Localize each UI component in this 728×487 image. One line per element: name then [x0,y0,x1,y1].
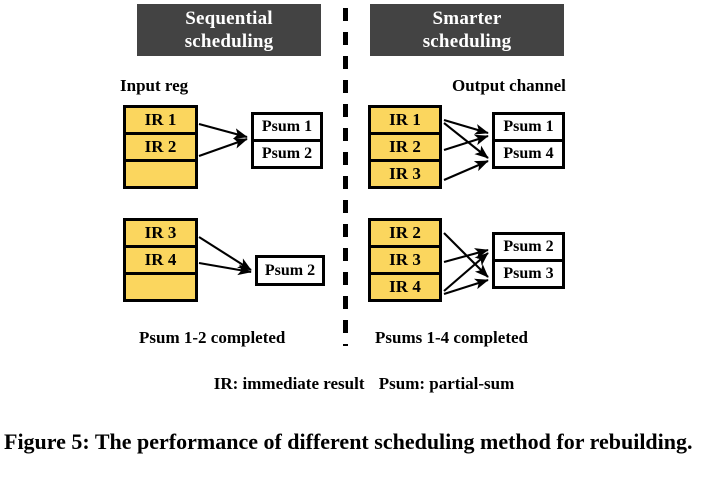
register-cell-empty [126,162,195,186]
register-cell-empty [126,275,195,299]
register-cell: IR 2 [371,135,439,162]
register-cell: IR 1 [126,108,195,135]
legend: IR: immediate result Psum: partial-sum [0,374,728,394]
panel-header-smarter-line1: Smarter [432,8,502,29]
register-stack-right-bottom: IR 2 IR 3 IR 4 [368,218,442,302]
output-cell: Psum 2 [254,142,320,166]
register-cell: IR 2 [371,221,439,248]
figure-caption: Figure 5: The performance of different s… [4,428,720,456]
figure-caption-line1: Figure 5: The performance of different s… [4,429,551,454]
panel-header-sequential-line2: scheduling [184,31,274,52]
register-cell: IR 4 [126,248,195,275]
panel-header-smarter-line2: scheduling [422,31,512,52]
arrow-right-bottom-ir4-psum2 [443,252,489,292]
arrow-left-bottom-ir3-psum2 [198,236,252,271]
register-cell: IR 1 [371,108,439,135]
arrow-right-bottom-ir2-psum3 [443,232,489,278]
label-input-reg: Input reg [120,76,189,95]
arrow-left-bottom-ir4-psum2 [198,261,252,276]
panel-header-sequential-line1: Sequential [185,8,273,29]
output-stack-right-bottom: Psum 2 Psum 3 [492,232,565,289]
register-cell: IR 4 [371,275,439,299]
label-output-channel: Output channel [452,76,566,95]
output-cell: Psum 3 [495,262,562,286]
arrow-right-bottom-ir4-psum3 [443,278,489,296]
figure-caption-line2: for rebuilding. [556,429,693,454]
output-cell: Psum 1 [495,115,562,142]
legend-item-psum: Psum: partial-sum [378,374,515,393]
output-cell: Psum 4 [495,142,562,166]
register-stack-right-top: IR 1 IR 2 IR 3 [368,105,442,189]
panel-header-smarter: Smarter scheduling [370,4,564,56]
register-stack-left-top: IR 1 IR 2 [123,105,198,189]
status-right-completed: Psums 1-4 completed [375,328,528,347]
register-cell: IR 3 [371,162,439,186]
arrow-left-top-ir2-psum1 [198,138,248,157]
register-cell: IR 3 [126,221,195,248]
arrow-left-top-ir1-psum1 [198,122,248,139]
register-stack-left-bottom: IR 3 IR 4 [123,218,198,302]
arrow-right-top-ir1-psum1 [443,118,489,135]
arrow-right-top-ir3-psum4 [443,160,489,181]
panel-header-sequential: Sequential scheduling [137,4,321,56]
status-left-completed: Psum 1-2 completed [139,328,286,347]
output-stack-left-top: Psum 1 Psum 2 [251,112,323,169]
arrow-right-top-ir2-psum1 [443,134,489,152]
register-cell: IR 2 [126,135,195,162]
arrow-right-bottom-ir3-psum2 [443,248,489,264]
output-cell: Psum 2 [258,258,322,283]
output-stack-left-bottom: Psum 2 [255,255,325,286]
arrow-right-top-ir1-psum4 [443,122,489,159]
output-cell: Psum 2 [495,235,562,262]
output-stack-right-top: Psum 1 Psum 4 [492,112,565,169]
register-cell: IR 3 [371,248,439,275]
legend-item-ir: IR: immediate result [213,374,365,393]
output-cell: Psum 1 [254,115,320,142]
panel-divider-dashed-line [343,8,348,346]
